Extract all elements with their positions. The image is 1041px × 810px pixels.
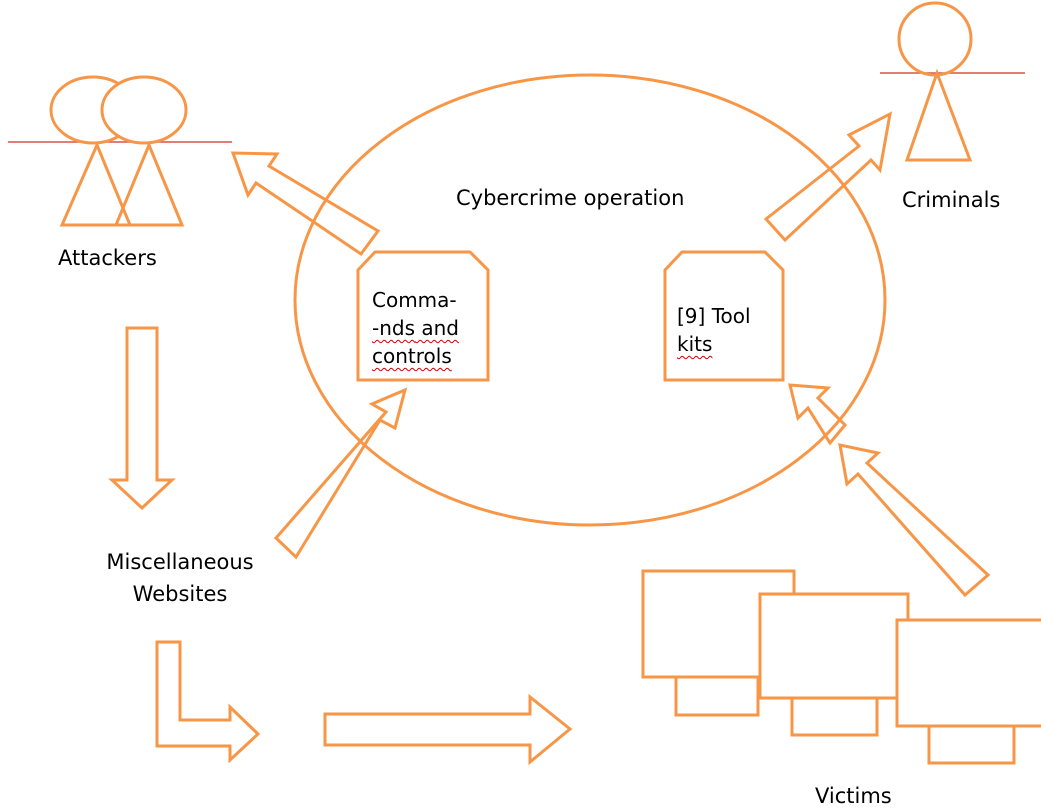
criminals-figure bbox=[880, 1, 1025, 162]
arrow-websites-to-commands bbox=[273, 387, 408, 560]
monitor-1-stand bbox=[674, 675, 760, 717]
toolkits-box-line1: [9] Tool bbox=[677, 304, 751, 328]
websites-label-line2: Websites bbox=[132, 582, 228, 606]
websites-label: Miscellaneous Websites bbox=[80, 548, 280, 608]
victims-label: Victims bbox=[815, 784, 892, 808]
arrow-victims-to-toolkits-lower bbox=[838, 443, 991, 598]
websites-label-line1: Miscellaneous bbox=[106, 550, 254, 574]
tool-kits-box bbox=[663, 250, 785, 382]
arrow-websites-elbow bbox=[155, 640, 261, 764]
monitor-3 bbox=[895, 618, 1041, 728]
attackers-figure bbox=[8, 75, 232, 227]
toolkits-box-text: [9] Tool kits bbox=[677, 302, 751, 358]
commands-box-line2: -nds and bbox=[372, 314, 459, 342]
commands-box-text: Comma- -nds and controls bbox=[372, 286, 459, 370]
commands-box-line1: Comma- bbox=[372, 288, 457, 312]
cybercrime-operation-ellipse bbox=[293, 73, 887, 527]
monitor-2-stand bbox=[790, 696, 879, 737]
arrow-to-attackers bbox=[230, 151, 381, 257]
commands-box-line2-b: and bbox=[415, 316, 459, 340]
arrow-attackers-to-websites bbox=[108, 326, 176, 511]
arrow-victims-to-toolkits-upper bbox=[788, 383, 848, 446]
toolkits-box-line2: kits bbox=[677, 332, 713, 356]
commands-and-controls-box bbox=[356, 250, 490, 382]
victims-computers bbox=[641, 569, 1041, 765]
monitor-2 bbox=[758, 592, 910, 700]
monitor-3-stand bbox=[927, 724, 1016, 765]
commands-box-line2-a: -nds bbox=[372, 316, 416, 340]
arrow-to-victims bbox=[323, 693, 573, 766]
commands-box-line3: controls bbox=[372, 344, 452, 368]
diagram-title: Cybercrime operation bbox=[456, 186, 685, 210]
attackers-label: Attackers bbox=[58, 246, 157, 270]
criminals-label: Criminals bbox=[902, 188, 1001, 212]
arrow-to-criminals bbox=[763, 111, 893, 243]
